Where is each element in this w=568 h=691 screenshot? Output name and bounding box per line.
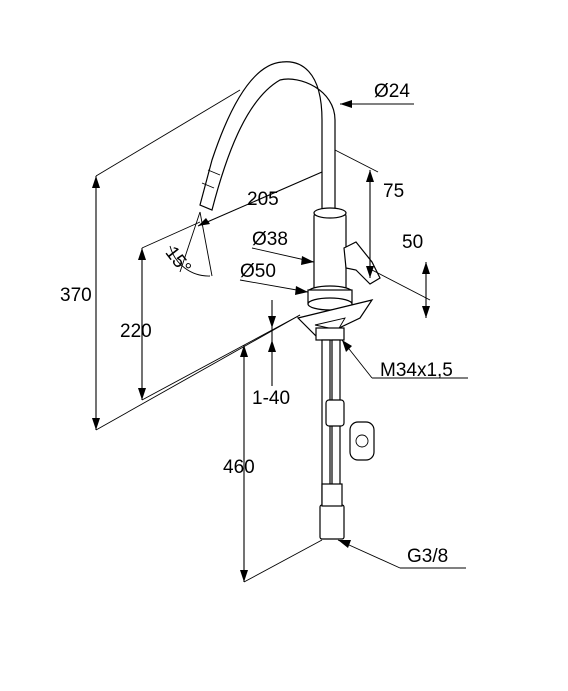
dim-label-75: 75	[383, 181, 404, 202]
dim-label-1-40: 1-40	[252, 388, 290, 409]
dimension-lines	[92, 89, 468, 583]
dim-label-d50: Ø50	[240, 261, 276, 282]
dim-label-460: 460	[223, 457, 255, 478]
dim-label-d38: Ø38	[252, 229, 288, 250]
dim-label-thread: M34x1,5	[380, 360, 453, 381]
hose-assembly	[319, 339, 375, 540]
dim-label-50: 50	[402, 232, 423, 253]
dim-label-d24: Ø24	[374, 81, 410, 102]
faucet-body	[296, 207, 381, 341]
dim-label-205: 205	[247, 189, 279, 210]
dim-label-15deg: 15°	[161, 243, 195, 279]
faucet-spout	[199, 61, 336, 216]
dim-label-connection: G3/8	[407, 546, 448, 567]
dim-label-220: 220	[120, 321, 152, 342]
dim-label-370: 370	[60, 285, 92, 306]
